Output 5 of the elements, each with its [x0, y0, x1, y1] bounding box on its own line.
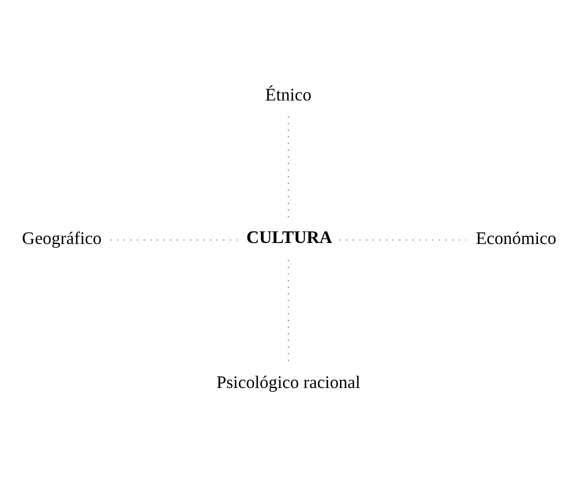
node-text: Geográfico	[22, 228, 102, 248]
node-text: Psicológico racional	[216, 372, 360, 392]
node-text: CULTURA	[246, 227, 332, 248]
node-text: Económico	[476, 228, 556, 248]
node-text: Étnico	[265, 84, 312, 105]
